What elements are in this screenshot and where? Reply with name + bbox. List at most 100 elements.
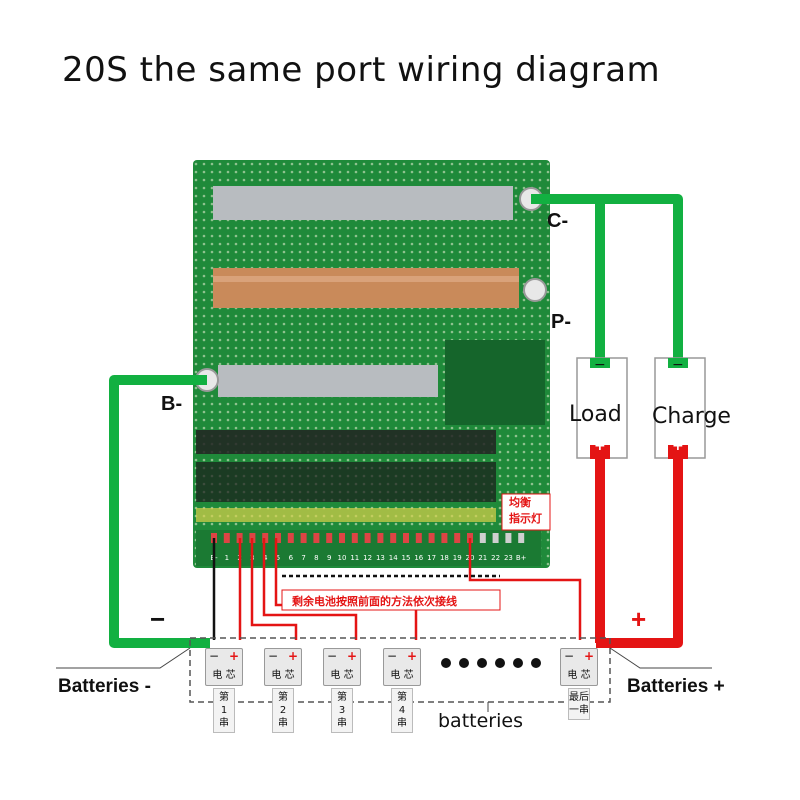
cell-order-text: 串 xyxy=(337,718,347,729)
pin-connector xyxy=(403,533,409,543)
pin-label: 10 xyxy=(338,554,347,562)
pin-label: 17 xyxy=(427,554,436,562)
pin-connector xyxy=(454,533,461,543)
pin-connector xyxy=(313,533,320,543)
diagram-title: 20S the same port wiring diagram xyxy=(62,50,661,90)
batteries-plus-label: Batteries + xyxy=(627,676,725,697)
load-label: Load xyxy=(569,402,622,427)
cell-plus-sign: + xyxy=(228,649,239,663)
cell-order-text: 最后 xyxy=(569,692,589,703)
pin-label: 19 xyxy=(453,554,462,562)
cell-order-text: 串 xyxy=(397,718,407,729)
pin-label: 13 xyxy=(376,554,385,562)
pin-connector xyxy=(428,533,435,543)
green-wires xyxy=(109,194,683,648)
pin-connector xyxy=(505,533,512,543)
pin-connector xyxy=(339,533,345,543)
pin-label: 23 xyxy=(504,554,513,562)
cell-order-label: 第 3 串 xyxy=(331,688,353,733)
b-minus-label: B- xyxy=(161,393,183,415)
cell-order-text: 第 xyxy=(397,692,407,703)
cell-plus-sign: + xyxy=(346,649,357,663)
cell-plus-sign: + xyxy=(583,649,594,663)
pin-label: 1 xyxy=(225,554,229,562)
pin-connector xyxy=(479,533,486,543)
pin-label: 14 xyxy=(389,554,398,562)
pin-label: 21 xyxy=(478,554,487,562)
cell-minus-sign: − xyxy=(387,649,398,663)
cell-order-label: 第 4 串 xyxy=(391,688,413,733)
load-box xyxy=(576,357,628,459)
cell-order-text: 2 xyxy=(279,705,287,716)
pin-connector xyxy=(287,533,294,543)
c-minus-label: C- xyxy=(547,210,569,232)
cell-minus-sign: − xyxy=(209,649,220,663)
pin-connector xyxy=(518,533,525,543)
battery-cell: −+ 电 芯 xyxy=(560,648,598,686)
charge-minus-sign: − xyxy=(672,357,684,373)
cell-order-label: 第 2 串 xyxy=(272,688,294,733)
cell-name: 电 芯 xyxy=(212,670,236,681)
cell-minus-sign: − xyxy=(268,649,279,663)
pcb-top-heatsink xyxy=(213,186,513,220)
pin-connector xyxy=(415,533,422,543)
balance-indicator-box xyxy=(501,493,551,531)
sense-wires xyxy=(212,538,582,640)
batteries-plus-leader xyxy=(609,647,712,669)
charge-label: Charge xyxy=(652,404,731,429)
pcb-b-heatsink xyxy=(218,365,438,397)
pin-connector xyxy=(364,533,371,543)
cell-order-text: 1 xyxy=(220,705,228,716)
pin-label: 4 xyxy=(263,554,268,562)
battery-cell: −+ 电 芯 xyxy=(264,648,302,686)
battery-cell: −+电 芯 xyxy=(383,648,421,686)
bms-pcb-board xyxy=(193,160,550,568)
balance-indicator-label: 均衡 指示灯 xyxy=(509,496,542,525)
remaining-note: 剩余电池按照前面的方法依次接线 xyxy=(292,595,457,608)
c-to-charge-wire xyxy=(531,194,683,364)
cell-order-text: 串 xyxy=(219,718,229,729)
battery-cell: −+电 芯 xyxy=(323,648,361,686)
cell-order-text: 第 xyxy=(337,692,347,703)
cell-order-text: 串 xyxy=(278,718,288,729)
pin-connector xyxy=(492,533,499,543)
charge-plus-wire xyxy=(596,455,683,648)
batteries-minus-leader xyxy=(56,647,191,669)
pin-label: 22 xyxy=(491,554,500,562)
pin-connector xyxy=(223,533,230,543)
cell-name: 电 芯 xyxy=(567,670,591,681)
pin-connector xyxy=(441,533,448,543)
cell-name: 电 芯 xyxy=(271,670,295,681)
pin-label: 8 xyxy=(314,554,318,562)
pin-label: 11 xyxy=(350,554,359,562)
b-minus-to-battery-wire xyxy=(109,375,210,648)
negative-sign: − xyxy=(150,604,166,634)
cell-minus-sign: − xyxy=(564,649,575,663)
remaining-note-box xyxy=(281,589,501,611)
p-minus-label: P- xyxy=(551,311,571,333)
cell-minus-sign: − xyxy=(327,649,338,663)
cell-order-text: 第 xyxy=(219,692,229,703)
charge-box xyxy=(654,357,706,459)
pin-connector xyxy=(377,533,384,543)
pin-connector xyxy=(326,533,333,543)
pin-label: 15 xyxy=(402,554,411,562)
pin-label: 12 xyxy=(363,554,372,562)
cell-plus-sign: + xyxy=(287,649,298,663)
positive-sign: + xyxy=(631,604,647,634)
cell-order-text: 3 xyxy=(338,705,346,716)
load-minus-sign: − xyxy=(594,357,606,373)
balance-led-strip xyxy=(196,508,496,522)
pin-label: 16 xyxy=(414,554,423,562)
more-cells-dots xyxy=(441,658,541,668)
cell-order-label: 最后一串 xyxy=(568,688,590,720)
red-wires xyxy=(595,455,683,648)
batteries-minus-label: Batteries - xyxy=(58,676,151,697)
pin-connector xyxy=(351,533,358,543)
charge-plus-sign: + xyxy=(672,438,684,454)
battery-cell: −+ 电 芯 xyxy=(205,648,243,686)
load-plus-sign: + xyxy=(594,438,606,454)
cell-order-text: 4 xyxy=(398,705,406,716)
cell-order-text: 第 xyxy=(278,692,288,703)
cell-order-text: 一串 xyxy=(569,705,589,716)
